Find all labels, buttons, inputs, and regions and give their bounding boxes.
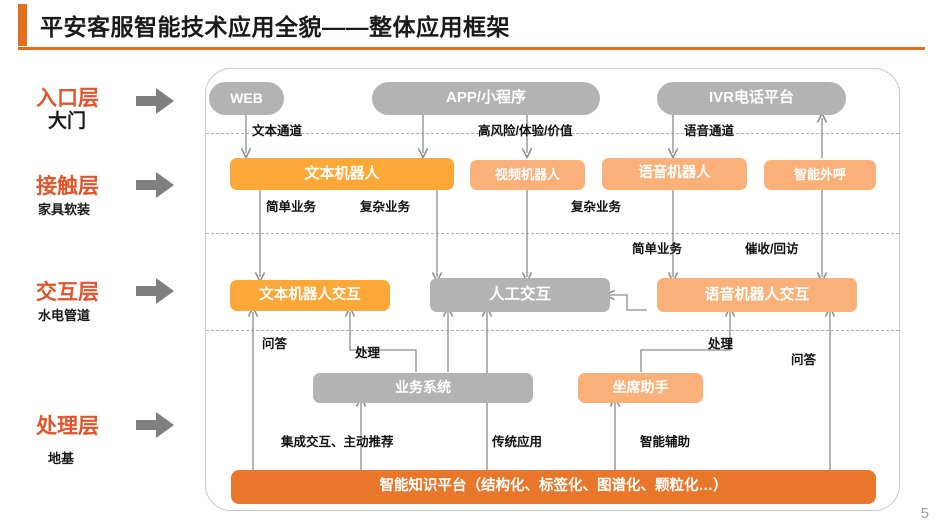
edge-label-high-risk: 高风险/体验/价值 <box>478 124 573 138</box>
edge-label-complex-business-2: 复杂业务 <box>571 200 622 214</box>
layer-sub-contact: 家具软装 <box>38 202 91 217</box>
arrow-right-icon-processing <box>136 412 174 438</box>
title-underline <box>18 47 925 50</box>
layer-label-processing: 处理层 <box>36 415 99 438</box>
node-video-robot[interactable]: 视频机器人 <box>470 160 585 190</box>
page-title: 平安客服智能技术应用全貌——整体应用框架 <box>40 14 510 40</box>
edge-label-process-right: 处理 <box>708 337 734 351</box>
node-text-robot[interactable]: 文本机器人 <box>230 158 454 190</box>
diagram-frame <box>205 68 900 511</box>
edge-label-qa-right: 问答 <box>791 353 817 367</box>
title-accent-bar <box>18 4 27 46</box>
node-knowledge-platform[interactable]: 智能知识平台（结构化、标签化、图谱化、颗粒化…） <box>231 470 876 504</box>
edge-label-simple-business-2: 简单业务 <box>632 242 683 256</box>
separator-interaction-process <box>206 330 899 331</box>
node-app[interactable]: APP/小程序 <box>372 82 600 115</box>
layer-sub-interaction: 水电管道 <box>38 308 91 323</box>
layer-sub-entry: 大门 <box>48 111 87 132</box>
separator-entry-contact <box>206 133 899 134</box>
edge-label-simple-business: 简单业务 <box>266 200 317 214</box>
node-human-interaction[interactable]: 人工交互 <box>430 278 610 312</box>
node-business-system[interactable]: 业务系统 <box>313 373 533 403</box>
edge-label-qa-left: 问答 <box>262 337 288 351</box>
edge-label-voice-channel: 语音通道 <box>684 124 735 138</box>
arrow-right-icon-entry <box>136 88 174 114</box>
node-text-robot-interaction[interactable]: 文本机器人交互 <box>230 280 390 311</box>
edge-label-smart-assist: 智能辅助 <box>640 435 691 449</box>
node-voice-robot[interactable]: 语音机器人 <box>602 158 747 190</box>
arrow-right-icon-interaction <box>136 278 174 304</box>
node-agent-assistant[interactable]: 坐席助手 <box>578 373 703 403</box>
node-voice-robot-interaction[interactable]: 语音机器人交互 <box>657 278 857 312</box>
layer-label-interaction: 交互层 <box>36 281 99 304</box>
edge-label-integrate-push: 集成交互、主动推荐 <box>281 435 394 449</box>
separator-contact-interaction <box>206 233 899 234</box>
edge-label-process-left: 处理 <box>355 346 381 360</box>
edge-label-collection-visit: 催收/回访 <box>745 242 799 256</box>
layer-sub-processing: 地基 <box>48 451 75 466</box>
node-web[interactable]: WEB <box>209 82 284 115</box>
layer-label-entry: 入口层 <box>36 87 99 110</box>
edge-label-complex-business: 复杂业务 <box>360 200 411 214</box>
node-ivr[interactable]: IVR电话平台 <box>657 82 846 115</box>
page-number: 5 <box>920 505 929 522</box>
layer-label-contact: 接触层 <box>36 175 99 198</box>
edge-label-text-channel: 文本通道 <box>252 124 303 138</box>
arrow-right-icon-contact <box>136 172 174 198</box>
edge-label-traditional-app: 传统应用 <box>492 435 543 449</box>
node-smart-outbound[interactable]: 智能外呼 <box>764 160 876 190</box>
